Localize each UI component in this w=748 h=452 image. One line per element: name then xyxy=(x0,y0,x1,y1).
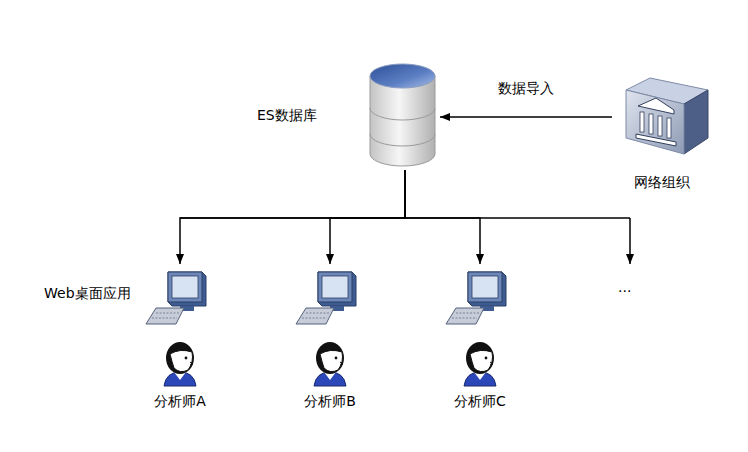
workstation-node: 分析师B xyxy=(270,264,390,414)
computer-icon-wrap xyxy=(430,268,530,333)
node-label: 网络组织 xyxy=(612,173,712,191)
database-node: ES数据库 xyxy=(255,58,440,170)
analyst-name: 分析师C xyxy=(454,393,506,409)
more-arrow xyxy=(629,218,631,264)
ellipsis-label: ... xyxy=(618,279,631,295)
computer-icon xyxy=(430,268,530,330)
computer-icon-wrap xyxy=(130,268,230,333)
connector-arrow xyxy=(330,170,405,264)
analyst-icon xyxy=(430,338,530,390)
node-label: ES数据库 xyxy=(257,106,317,124)
node-label: Web桌面应用 xyxy=(44,284,131,302)
node-label: 分析师C xyxy=(430,392,530,410)
connector-arrow xyxy=(180,170,405,264)
analyst-icon-wrap xyxy=(280,338,380,393)
workstation-column: 分析师B xyxy=(280,264,380,414)
organization-label: 网络组织 xyxy=(634,174,690,190)
computer-icon xyxy=(280,268,380,330)
computer-icon xyxy=(130,268,230,330)
analyst-name: 分析师B xyxy=(304,393,356,409)
database-icon-wrap xyxy=(365,58,440,173)
organization-node: 网络组织 xyxy=(612,76,712,198)
free-label-wrap: ... xyxy=(618,278,631,296)
analyst-name: 分析师A xyxy=(154,393,206,409)
connector-arrow xyxy=(405,170,480,264)
organization-icon xyxy=(616,76,712,156)
node-label: 分析师B xyxy=(280,392,380,410)
analyst-icon-wrap xyxy=(430,338,530,393)
database-label: ES数据库 xyxy=(257,107,317,123)
workstation-column: 分析师C xyxy=(430,264,530,414)
workstation-node: 分析师A Web桌面应用 xyxy=(40,264,230,414)
analyst-icon xyxy=(280,338,380,390)
edge-label: 数据导入 xyxy=(498,80,554,96)
computer-icon-wrap xyxy=(280,268,380,333)
application-label: Web桌面应用 xyxy=(44,285,131,301)
workstation-column: 分析师A xyxy=(130,264,230,414)
analyst-icon xyxy=(130,338,230,390)
organization-icon-wrap xyxy=(616,76,712,159)
database-icon xyxy=(365,58,440,170)
node-label: 分析师A xyxy=(130,392,230,410)
connector-arrow xyxy=(440,116,612,118)
edge-label-wrap: 数据导入 xyxy=(498,79,554,97)
analyst-icon-wrap xyxy=(130,338,230,393)
workstation-node: 分析师C xyxy=(420,264,540,414)
